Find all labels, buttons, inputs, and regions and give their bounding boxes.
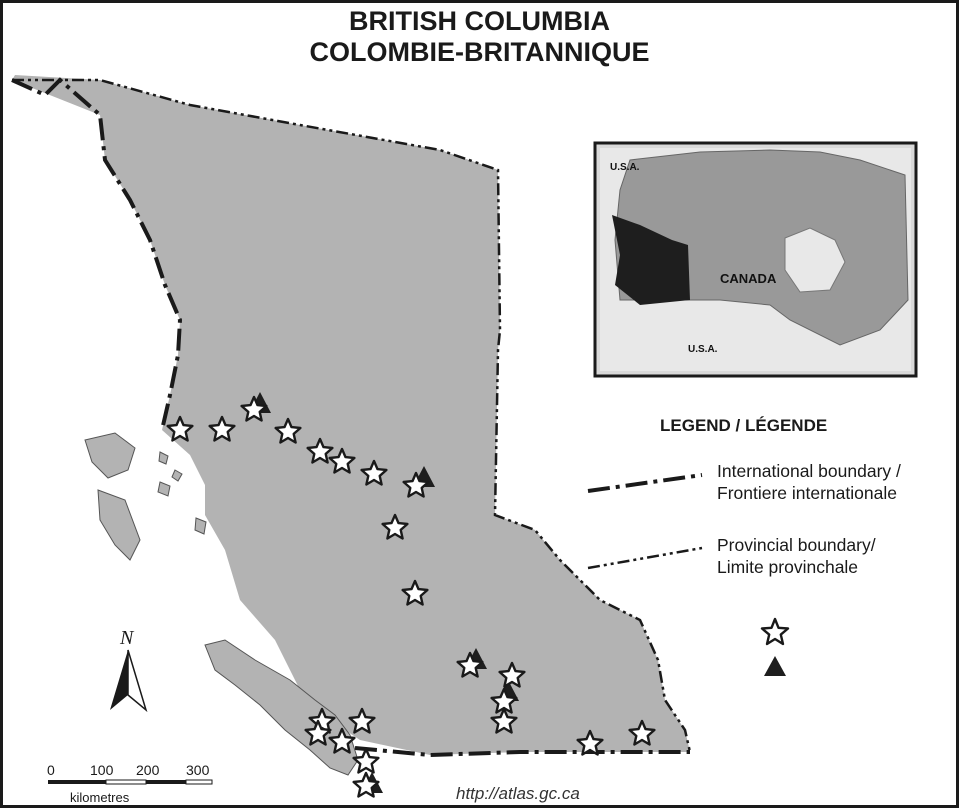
small-island xyxy=(194,517,207,535)
international-boundary-south xyxy=(354,746,690,758)
international-boundary xyxy=(11,77,183,431)
north-label: N xyxy=(119,627,135,649)
scale-bar xyxy=(48,779,213,785)
star-marker xyxy=(352,771,380,798)
star-marker xyxy=(328,727,356,754)
star-marker xyxy=(402,471,430,498)
legend-provincial-fr: Limite provinchale xyxy=(717,557,859,577)
provincial-boundary xyxy=(12,78,692,753)
star-marker xyxy=(274,417,302,444)
star-marker xyxy=(328,447,356,474)
star-marker xyxy=(208,415,236,442)
legend-international-label: International boundary / Frontiere inter… xyxy=(717,460,901,504)
legend-international-en: International boundary / xyxy=(717,461,901,481)
legend-title: LEGEND / LÉGENDE xyxy=(660,416,828,435)
legend-provincial-line xyxy=(587,546,703,570)
inset-label-usa-bottom: U.S.A. xyxy=(688,344,718,355)
star-marker xyxy=(306,437,334,464)
star-marker xyxy=(166,415,194,442)
haida-gwaii-south xyxy=(97,489,141,561)
north-arrow: N xyxy=(110,627,148,713)
map-title: BRITISH COLUMBIA COLOMBIE-BRITANNIQUE xyxy=(0,6,959,68)
star-marker xyxy=(360,459,388,486)
legend-provincial-label: Provincial boundary/ Limite provinchale xyxy=(717,534,876,578)
scale-tick-100: 100 xyxy=(90,762,114,778)
star-marker xyxy=(304,719,332,746)
legend-star-icon xyxy=(760,617,790,646)
star-marker xyxy=(401,579,429,606)
scale-tick-0: 0 xyxy=(47,762,55,778)
legend-international-fr: Frontiere internationale xyxy=(717,483,897,503)
star-marker xyxy=(381,513,409,540)
star-marker xyxy=(628,719,656,746)
star-marker xyxy=(456,651,484,678)
star-marker xyxy=(490,707,518,734)
inset-hudson-bay xyxy=(784,227,846,293)
province-land xyxy=(12,75,690,755)
small-island xyxy=(158,451,169,465)
source-url: http://atlas.gc.ca xyxy=(456,784,580,803)
star-marker xyxy=(576,729,604,756)
small-island xyxy=(157,481,171,497)
haida-gwaii-north xyxy=(84,432,136,479)
star-marker xyxy=(348,707,376,734)
scale-unit-label: kilometres xyxy=(70,790,130,805)
star-marker xyxy=(498,661,526,688)
title-line-french: COLOMBIE-BRITANNIQUE xyxy=(309,37,650,67)
star-marker xyxy=(240,395,268,422)
legend-symbols xyxy=(587,473,703,570)
legend-provincial-en: Provincial boundary/ xyxy=(717,535,876,555)
legend-triangle-icon xyxy=(764,656,786,676)
legend-international-line xyxy=(587,473,703,493)
inset-bc-highlight xyxy=(612,215,690,305)
scale-tick-200: 200 xyxy=(136,762,160,778)
scale-tick-300: 300 xyxy=(186,762,210,778)
small-island xyxy=(171,469,183,482)
inset-label-canada: CANADA xyxy=(720,271,777,286)
inset-label-usa-top: U.S.A. xyxy=(610,162,640,173)
site-markers xyxy=(166,392,656,798)
inset-map: U.S.A. CANADA U.S.A. xyxy=(593,141,918,378)
title-line-english: BRITISH COLUMBIA xyxy=(349,6,610,36)
star-marker xyxy=(352,747,380,774)
